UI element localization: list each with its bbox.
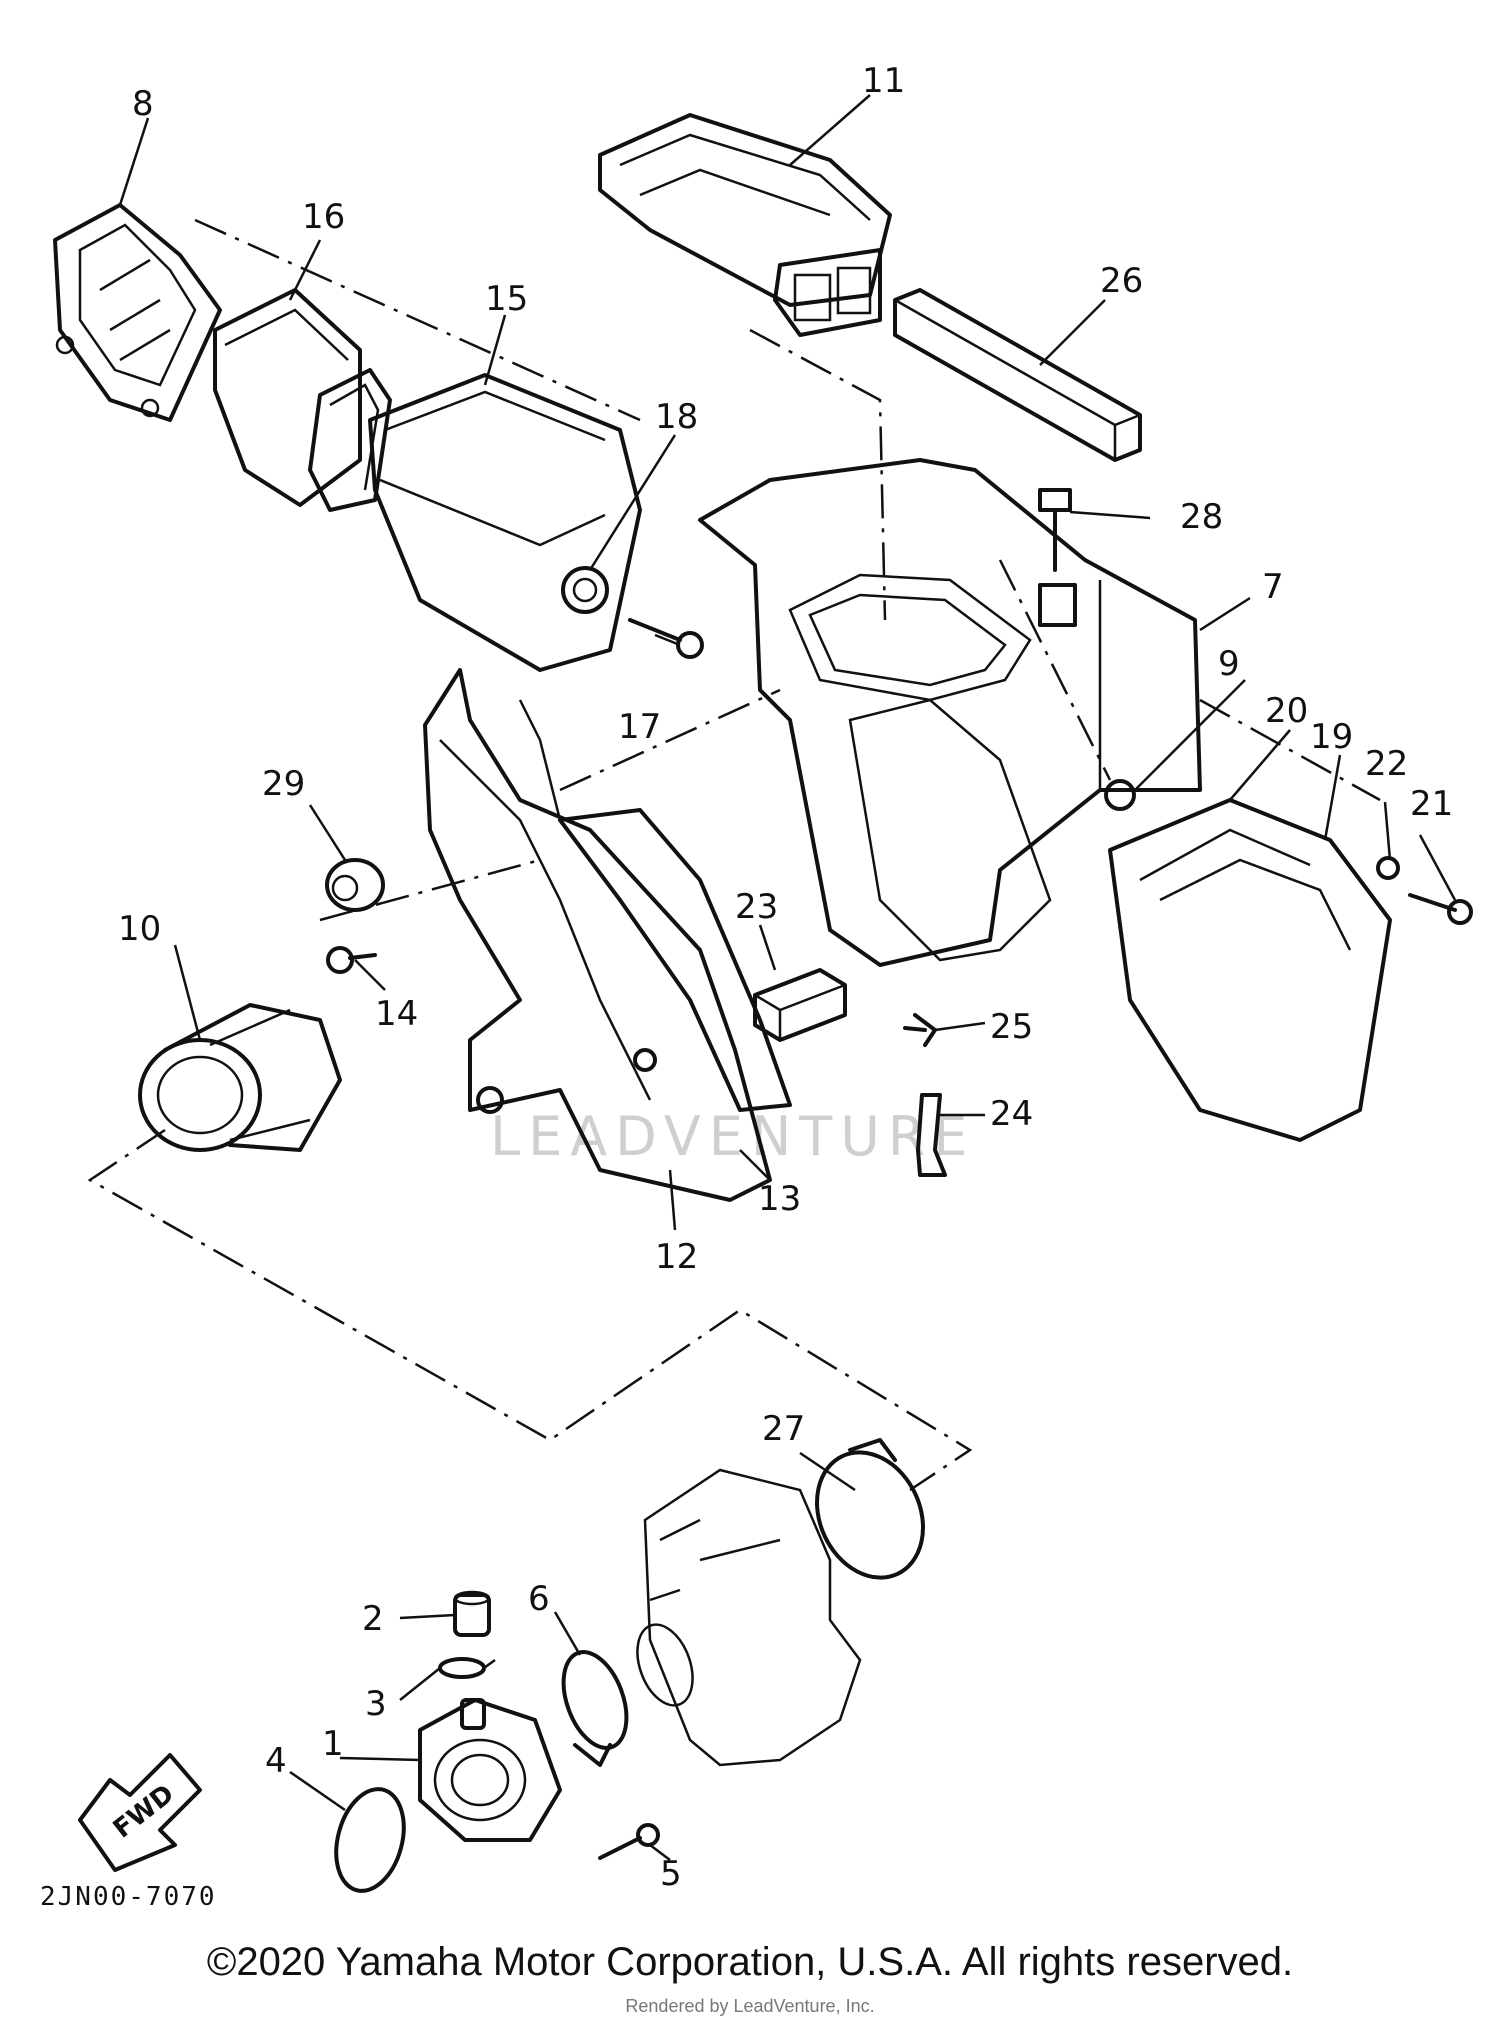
- part-23-foam-block: [753, 968, 847, 1042]
- part-16-air-duct: [213, 288, 392, 512]
- part-27-clamp: [815, 1438, 925, 1580]
- part-2-cap: [453, 1590, 491, 1637]
- callout-27: 27: [762, 1409, 805, 1449]
- fwd-arrow-icon: FWD: [78, 1753, 202, 1872]
- part-5-screw: [598, 1823, 660, 1860]
- part-4-o-ring: [334, 1787, 406, 1893]
- part-24-drain: [916, 1093, 947, 1177]
- callout-19: 19: [1310, 717, 1353, 757]
- diagram-code: 2JN00-7070: [40, 1882, 217, 1912]
- assembly-lines: [87, 218, 1381, 1492]
- part-25-clip: [903, 1013, 937, 1047]
- part-14-screw: [326, 946, 377, 974]
- callout-5: 5: [660, 1854, 682, 1894]
- callout-11: 11: [862, 61, 905, 101]
- callout-10: 10: [118, 909, 161, 949]
- part-8-fender-mount: [53, 203, 222, 422]
- callout-24: 24: [990, 1094, 1033, 1134]
- part-26-foam-strip: [893, 288, 1142, 462]
- callout-8: 8: [132, 84, 154, 124]
- watermark-text: LEADVENTURE: [490, 1105, 975, 1168]
- part-6-clamp: [561, 1623, 694, 1767]
- part-3-band: [438, 1657, 496, 1679]
- part-1-carb-joint: [418, 1698, 562, 1842]
- callout-6: 6: [528, 1579, 550, 1619]
- callout-1: 1: [322, 1724, 344, 1764]
- part-21-screw: [1376, 856, 1473, 925]
- callout-20: 20: [1265, 691, 1308, 731]
- engine-outline: [643, 1468, 862, 1767]
- callout-17: 17: [618, 707, 661, 747]
- part-29-grommet: [325, 858, 385, 912]
- callout-22: 22: [1365, 744, 1408, 784]
- callout-25: 25: [990, 1007, 1033, 1047]
- part-11-air-intake: [598, 113, 892, 337]
- callouts: 1 2 3 4 5 6 7 8 9 10 11 12 13 14 15 16 1…: [118, 61, 1453, 1894]
- callout-7: 7: [1262, 567, 1284, 607]
- leader-lines: [118, 94, 1457, 1861]
- callout-23: 23: [735, 887, 778, 927]
- callout-14: 14: [375, 994, 418, 1034]
- callout-4: 4: [265, 1741, 287, 1781]
- part-9-grommet: [1104, 779, 1136, 811]
- callout-2: 2: [362, 1599, 384, 1639]
- callout-26: 26: [1100, 261, 1143, 301]
- part-12-bracket: [423, 668, 772, 1202]
- callout-28: 28: [1180, 497, 1223, 537]
- callout-3: 3: [365, 1684, 387, 1724]
- callout-16: 16: [302, 197, 345, 237]
- part-15-airbox-cover: [368, 373, 642, 672]
- part-10-air-filter: [138, 1003, 342, 1152]
- callout-12: 12: [655, 1237, 698, 1277]
- part-7-airbox: [698, 458, 1202, 967]
- callout-21: 21: [1410, 784, 1453, 824]
- callout-18: 18: [655, 397, 698, 437]
- rendered-by-text: Rendered by LeadVenture, Inc.: [625, 1996, 875, 2016]
- callout-13: 13: [758, 1179, 801, 1219]
- copyright-text: ©2020 Yamaha Motor Corporation, U.S.A. A…: [206, 1940, 1294, 1984]
- callout-9: 9: [1218, 644, 1240, 684]
- part-28-bolt: [1038, 488, 1072, 572]
- callout-15: 15: [485, 279, 528, 319]
- part-19-side-cover: [1108, 798, 1392, 1142]
- part-13-plate: [518, 699, 792, 1112]
- callout-29: 29: [262, 764, 305, 804]
